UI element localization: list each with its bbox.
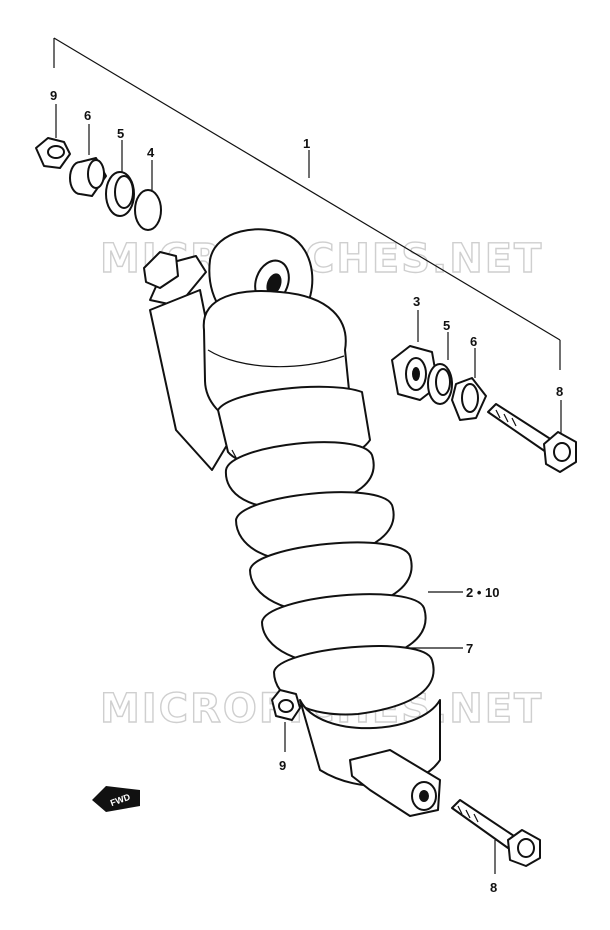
callout-4: 4 xyxy=(147,145,155,160)
callout-5-right: 5 xyxy=(443,318,450,333)
shock-absorber xyxy=(143,228,441,817)
callout-8-right: 8 xyxy=(556,384,563,399)
seal-5-left xyxy=(105,171,135,217)
nut-9-bottom xyxy=(271,689,301,721)
forward-arrow-icon: FWD xyxy=(92,786,140,812)
callout-3: 3 xyxy=(413,294,420,309)
callout-1: 1 xyxy=(303,136,310,151)
snap-ring-4 xyxy=(134,189,162,231)
callout-2-10: 2 • 10 xyxy=(466,585,499,600)
bolt-8-right xyxy=(487,403,577,473)
callout-7: 7 xyxy=(466,641,473,656)
nut-9-top xyxy=(35,137,71,169)
seal-5-right xyxy=(427,363,453,405)
callout-5-left: 5 xyxy=(117,126,124,141)
callout-9-top: 9 xyxy=(50,88,57,103)
callout-8-bottom: 8 xyxy=(490,880,497,895)
bushing-6-left xyxy=(69,157,107,197)
bushing-6-right xyxy=(451,377,487,421)
assembly-bracket xyxy=(53,37,561,370)
bushing-3 xyxy=(391,345,439,401)
callout-9-bottom: 9 xyxy=(279,758,286,773)
bolt-8-bottom xyxy=(451,799,541,867)
callout-6-right: 6 xyxy=(470,334,477,349)
callout-6-left: 6 xyxy=(84,108,91,123)
leader-lines xyxy=(55,104,562,874)
